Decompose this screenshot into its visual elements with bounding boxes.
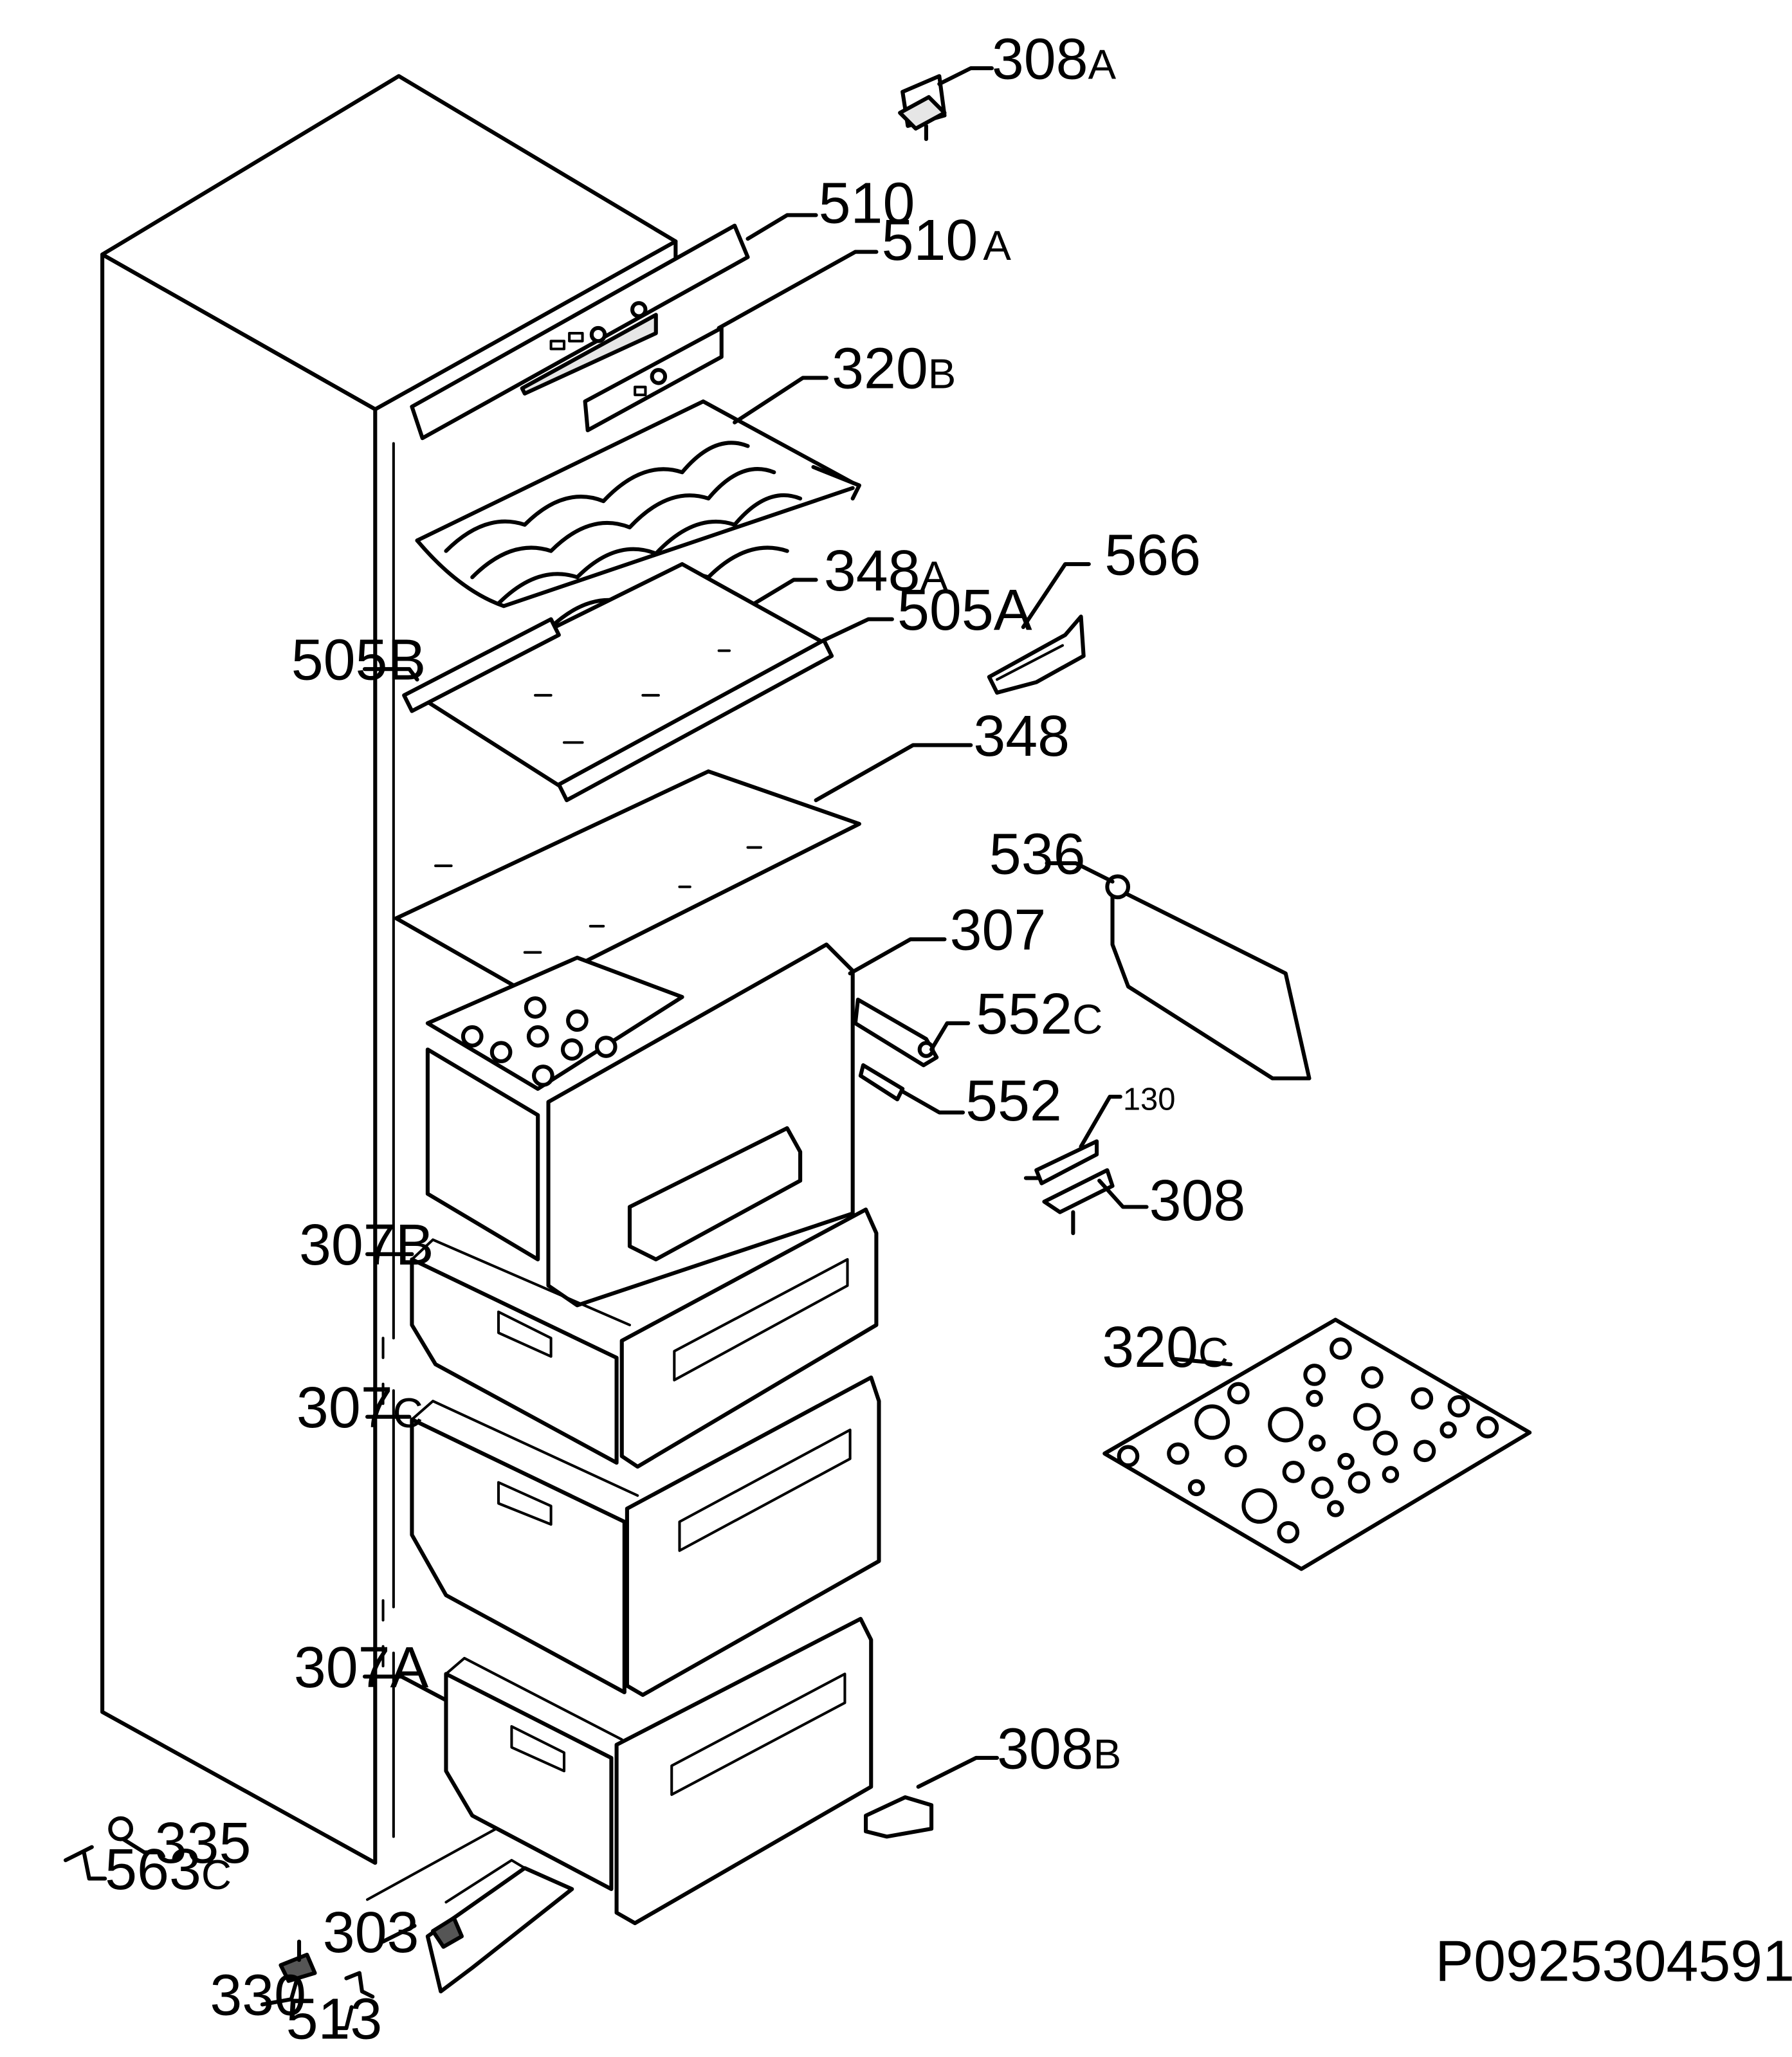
hinge-308b: [864, 1795, 934, 1839]
label-513: 513: [286, 1987, 383, 2051]
label-320c: 320C: [1102, 1315, 1229, 1380]
label-510: 510: [819, 172, 915, 236]
plinth-303: [425, 1859, 574, 1994]
glass-shelf-348: [394, 769, 861, 994]
label-308b: 308B: [997, 1717, 1121, 1781]
label-320b: 320B: [832, 337, 956, 401]
label-348: 348: [973, 704, 1070, 769]
plate-320c: [1102, 1317, 1532, 1571]
label-505a: 505A: [897, 578, 1032, 643]
label-552c: 552C: [976, 982, 1102, 1047]
label-308a: 308A: [992, 27, 1117, 91]
leader-lines: [82, 66, 1233, 2031]
drawer-307a: [444, 1616, 873, 1926]
freezer-drawer-307: [425, 942, 855, 1308]
label-505b: 505B: [291, 628, 426, 692]
thermostat-cover-510a: [583, 325, 724, 433]
label-335: 335: [155, 1811, 251, 1876]
drawing-reference-number: P09253045917: [1435, 1930, 1792, 1994]
label-563c: 563C: [105, 1838, 232, 1902]
part-566: [987, 614, 1086, 695]
hinge-130-308: [1023, 1139, 1115, 1236]
drawer-307b: [410, 1207, 879, 1469]
label-130: 130: [1123, 1082, 1176, 1117]
label-308: 308: [1149, 1169, 1246, 1233]
label-307a: 307A: [294, 1636, 429, 1700]
glass-shelf-348a: [402, 562, 834, 803]
label-307b: 307B: [299, 1213, 434, 1277]
label-307c: 307C: [297, 1376, 423, 1440]
label-348a: 348A: [824, 539, 949, 603]
label-552: 552: [965, 1069, 1062, 1133]
label-566: 566: [1104, 523, 1201, 587]
label-536: 536: [989, 822, 1086, 886]
wine-rack-320b: [415, 399, 861, 629]
label-303: 303: [323, 1901, 419, 1965]
label-307: 307: [950, 899, 1047, 963]
label-330: 330: [210, 1964, 306, 2028]
small-parts: [63, 1816, 375, 1999]
cabinet-body: [100, 74, 678, 1901]
control-panel-510: [410, 223, 750, 441]
divider-536: [1105, 874, 1312, 1081]
rails-552: [853, 998, 939, 1102]
hinge-308a: [898, 74, 947, 142]
drawer-307c: [410, 1375, 881, 1697]
